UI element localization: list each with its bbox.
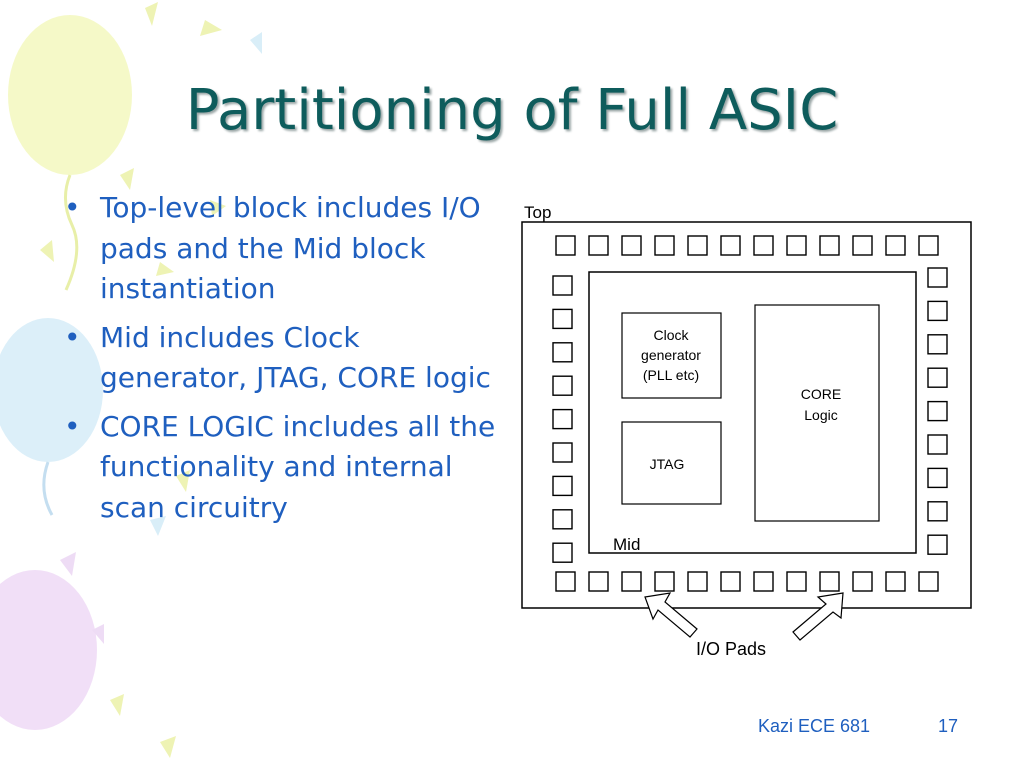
io-pad <box>927 467 948 489</box>
io-pad <box>819 235 840 256</box>
io-pad <box>687 571 708 592</box>
confetti-icon <box>150 516 166 536</box>
io-pad <box>927 300 948 322</box>
io-pad <box>552 308 573 330</box>
io-pad <box>552 475 573 497</box>
clock-label-line: generator <box>641 347 701 363</box>
core-label-line: Logic <box>804 407 837 423</box>
jtag-label: JTAG <box>650 456 685 472</box>
bullet-item: • Mid includes Clock generator, JTAG, COR… <box>60 318 500 399</box>
bullet-item: • Top-level block includes I/O pads and t… <box>60 188 500 310</box>
io-pad <box>753 571 774 592</box>
slide-title: Partitioning of Full ASIC <box>185 78 839 143</box>
io-pads-label: I/O Pads <box>696 639 766 659</box>
balloon-purple-icon <box>0 570 97 730</box>
io-pad <box>786 235 807 256</box>
io-pad <box>753 235 774 256</box>
io-pad <box>552 375 573 396</box>
bullet-text: CORE LOGIC includes all the functionalit… <box>100 409 496 524</box>
io-pad <box>918 571 939 592</box>
confetti-icon <box>110 694 124 716</box>
io-pad <box>720 235 741 256</box>
bullet-dot-icon: • <box>64 191 81 224</box>
confetti-icon <box>92 624 104 644</box>
bullet-text: Mid includes Clock generator, JTAG, CORE… <box>100 320 491 395</box>
footer-text: Kazi ECE 681 <box>758 716 871 736</box>
jtag-block <box>621 421 722 505</box>
balloon-yellow-icon <box>8 15 132 291</box>
confetti-icon <box>40 240 54 262</box>
confetti-icon <box>160 736 176 758</box>
io-pad <box>552 442 573 463</box>
clock-label-line: (PLL etc) <box>643 367 699 383</box>
confetti-icon <box>176 470 190 492</box>
confetti-icon <box>250 32 262 54</box>
left-arrow-icon <box>644 592 698 638</box>
page-number: 17 <box>938 716 959 736</box>
io-pad <box>654 235 675 256</box>
io-pad <box>885 571 906 592</box>
io-pad <box>885 235 906 256</box>
io-pad <box>555 571 576 592</box>
io-pad <box>927 434 948 455</box>
io-pad <box>852 235 873 256</box>
confetti-icon <box>200 20 222 36</box>
bullet-dot-icon: • <box>64 320 81 354</box>
io-pad <box>927 501 948 522</box>
core-label-line: CORE <box>801 386 841 402</box>
io-pad-group <box>552 235 948 592</box>
io-pad <box>918 235 939 256</box>
io-pad <box>621 235 642 256</box>
bullet-item: • CORE LOGIC includes all the functionali… <box>60 407 500 529</box>
bullet-text: Top-level block includes I/O pads and th… <box>100 191 481 305</box>
io-pad <box>786 571 807 592</box>
bullet-dot-icon: • <box>64 409 81 443</box>
io-pad <box>927 334 948 355</box>
confetti-icon <box>60 552 76 576</box>
io-pad <box>927 400 948 422</box>
bullet-list: • Top-level block includes I/O pads and t… <box>60 188 500 536</box>
io-pad <box>588 571 609 592</box>
io-pad <box>552 509 573 530</box>
io-pad <box>555 235 576 256</box>
io-pad <box>552 275 573 296</box>
confetti-icon <box>210 200 226 216</box>
confetti-icon <box>145 2 158 26</box>
io-pad <box>720 571 741 592</box>
io-pad <box>687 235 708 256</box>
confetti-icon <box>156 262 174 276</box>
io-pad <box>852 571 873 592</box>
io-pad <box>819 571 840 592</box>
io-pad <box>552 342 573 363</box>
io-pad <box>654 571 675 592</box>
io-pad <box>927 367 948 388</box>
confetti-icon <box>120 168 134 190</box>
io-pad <box>927 267 948 288</box>
io-pad <box>552 542 573 563</box>
io-pad <box>927 534 948 555</box>
io-pad <box>588 235 609 256</box>
io-pad <box>552 408 573 430</box>
core-logic-block <box>754 304 880 522</box>
balloon-blue-icon <box>0 318 103 516</box>
mid-label: Mid <box>613 535 640 554</box>
top-label: Top <box>524 203 551 222</box>
clock-label-line: Clock <box>653 327 689 343</box>
clock-generator-block <box>621 312 722 399</box>
right-arrow-icon <box>792 592 844 641</box>
io-pad <box>621 571 642 592</box>
